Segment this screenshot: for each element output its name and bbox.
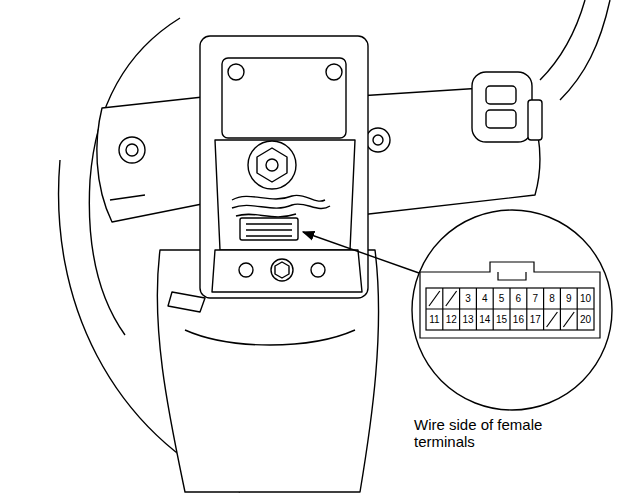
pin-number: 17 — [527, 309, 544, 330]
connector-face — [420, 262, 600, 338]
pin-number: 14 — [476, 309, 493, 330]
pin-number: 10 — [577, 288, 594, 309]
pin-number: 5 — [493, 288, 510, 309]
pin-number: 9 — [560, 288, 577, 309]
pin-number: 15 — [493, 309, 510, 330]
pin-number: 7 — [527, 288, 544, 309]
view-caption: Wire side of female terminals — [414, 416, 546, 450]
pin-number: 13 — [460, 309, 477, 330]
pin-number: 16 — [510, 309, 527, 330]
inset-circle — [412, 210, 612, 410]
pin-number: 4 — [476, 288, 493, 309]
pin-number: 20 — [577, 309, 594, 330]
pin-number: 8 — [544, 288, 561, 309]
pin-number: 12 — [443, 309, 460, 330]
pin-number: 3 — [460, 288, 477, 309]
pin-number: 11 — [426, 309, 443, 330]
pin-number: 6 — [510, 288, 527, 309]
